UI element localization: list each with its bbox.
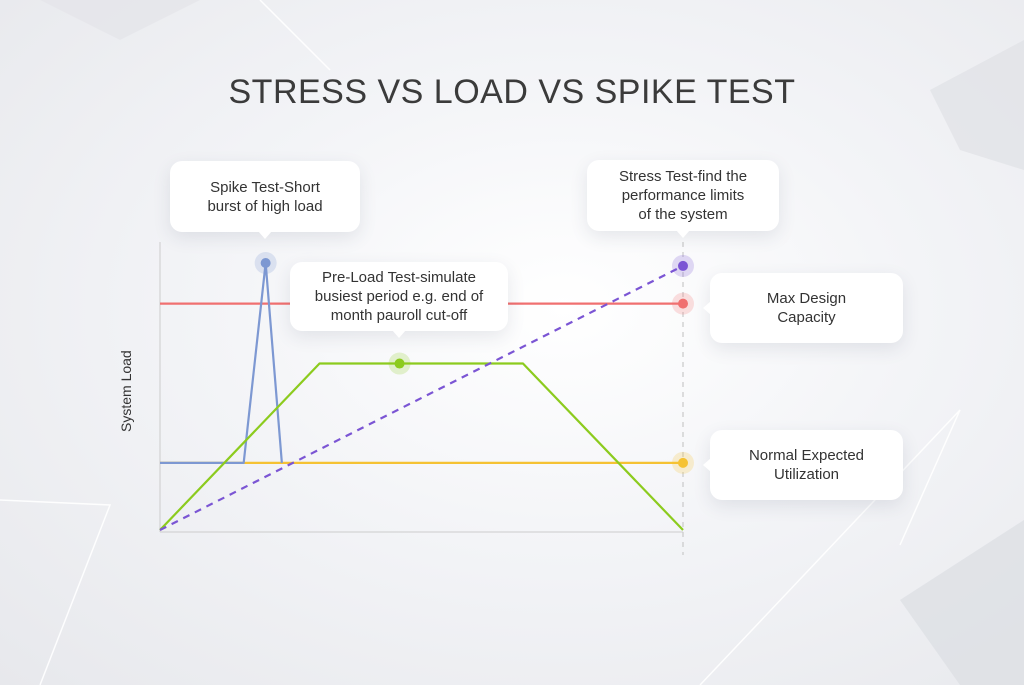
spike-series-line xyxy=(160,261,283,464)
preload-marker xyxy=(394,358,405,369)
stress-test-callout: Stress Test-find the performance limits … xyxy=(587,160,779,238)
max-marker xyxy=(678,298,688,309)
normal-utilization-callout: Normal Expected Utilization xyxy=(703,430,903,500)
y-axis-label: System Load xyxy=(118,350,134,432)
page-title: STRESS VS LOAD VS SPIKE TEST xyxy=(228,73,796,111)
spike-test-callout: Spike Test-Short burst of high load xyxy=(170,161,360,239)
preload-test-callout: Pre-Load Test-simulate busiest period e.… xyxy=(290,262,508,338)
max-capacity-callout: Max Design Capacity xyxy=(703,273,903,343)
stress-marker xyxy=(678,260,688,271)
normal-marker xyxy=(678,457,688,468)
preload-series-line xyxy=(159,362,684,531)
spike-marker xyxy=(260,258,271,269)
stress-series-line xyxy=(159,264,684,531)
